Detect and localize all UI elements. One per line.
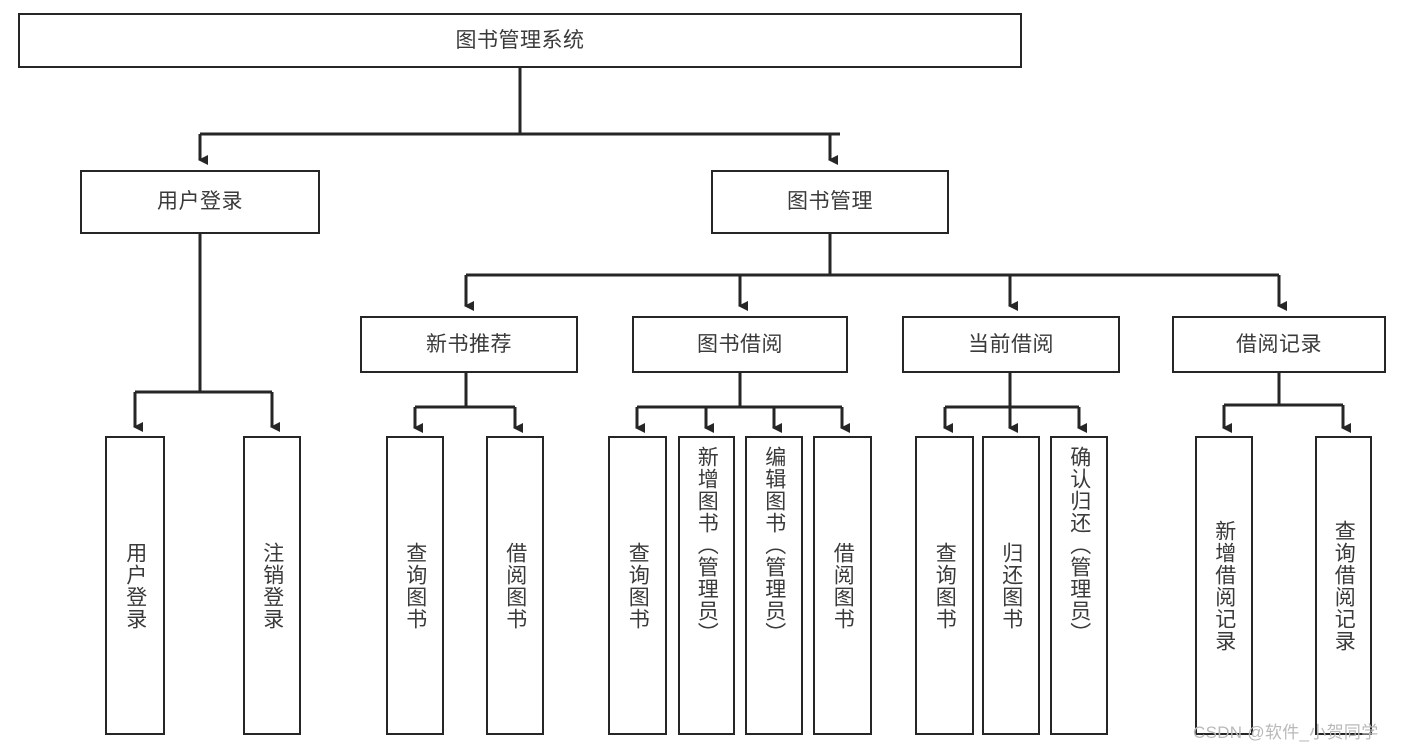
node-label: 借阅记录 [1236,332,1322,356]
node-label: 确认归还（管理员） [1067,446,1091,644]
leaf-confirm-return-admin[interactable]: 确认归还（管理员） [1050,436,1108,735]
leaf-add-borrow-record[interactable]: 新增借阅记录 [1195,436,1253,735]
node-label: 图书管理系统 [455,28,585,52]
leaf-query-borrow-record[interactable]: 查询借阅记录 [1315,436,1372,735]
node-label: 查询图书 [933,541,957,630]
leaf-borrow-book-recommend[interactable]: 借阅图书 [486,436,544,735]
node-new-book-recommend[interactable]: 新书推荐 [360,316,578,373]
edges-borrow-to-leaves [635,373,850,433]
edges-userlogin-to-leaves [133,234,280,432]
node-label: 新书推荐 [426,332,512,356]
node-current-borrow[interactable]: 当前借阅 [902,316,1120,373]
node-label: 新增图书（管理员） [695,446,719,644]
leaf-add-book-admin[interactable]: 新增图书（管理员） [678,436,735,735]
edges-level2-to-level3 [464,234,1287,311]
node-label: 图书借阅 [697,332,783,356]
node-borrow-record[interactable]: 借阅记录 [1172,316,1386,373]
edges-root-to-level2 [198,68,840,165]
leaf-borrow-book[interactable]: 借阅图书 [813,436,872,735]
node-root-system[interactable]: 图书管理系统 [18,13,1022,68]
edges-current-to-leaves [943,373,1087,433]
node-label: 归还图书 [999,541,1023,630]
node-label: 用户登录 [157,190,243,214]
leaf-return-book[interactable]: 归还图书 [982,436,1040,735]
leaf-query-book-recommend[interactable]: 查询图书 [386,436,444,735]
leaf-query-book-current[interactable]: 查询图书 [915,436,974,735]
leaf-query-book-borrow[interactable]: 查询图书 [608,436,667,735]
node-label: 查询图书 [403,541,427,630]
node-label: 借阅图书 [831,541,855,630]
node-label: 编辑图书（管理员） [762,446,786,644]
leaf-user-login[interactable]: 用户登录 [105,436,165,735]
csdn-watermark: CSDN @软件_小贺同学 [1193,723,1379,742]
node-label: 查询图书 [626,541,650,630]
leaf-logout[interactable]: 注销登录 [243,436,301,735]
node-label: 用户登录 [123,541,147,630]
node-label: 注销登录 [260,541,284,630]
edges-newbook-to-leaves [413,373,523,433]
edges-record-to-leaves [1222,373,1351,433]
node-label: 新增借阅记录 [1212,519,1236,652]
node-label: 查询借阅记录 [1332,519,1356,652]
node-user-login[interactable]: 用户登录 [80,170,320,234]
node-label: 当前借阅 [968,332,1054,356]
node-label: 借阅图书 [503,541,527,630]
leaf-edit-book-admin[interactable]: 编辑图书（管理员） [745,436,803,735]
node-book-management[interactable]: 图书管理 [711,170,949,234]
node-label: 图书管理 [787,190,873,214]
node-book-borrow[interactable]: 图书借阅 [632,316,848,373]
